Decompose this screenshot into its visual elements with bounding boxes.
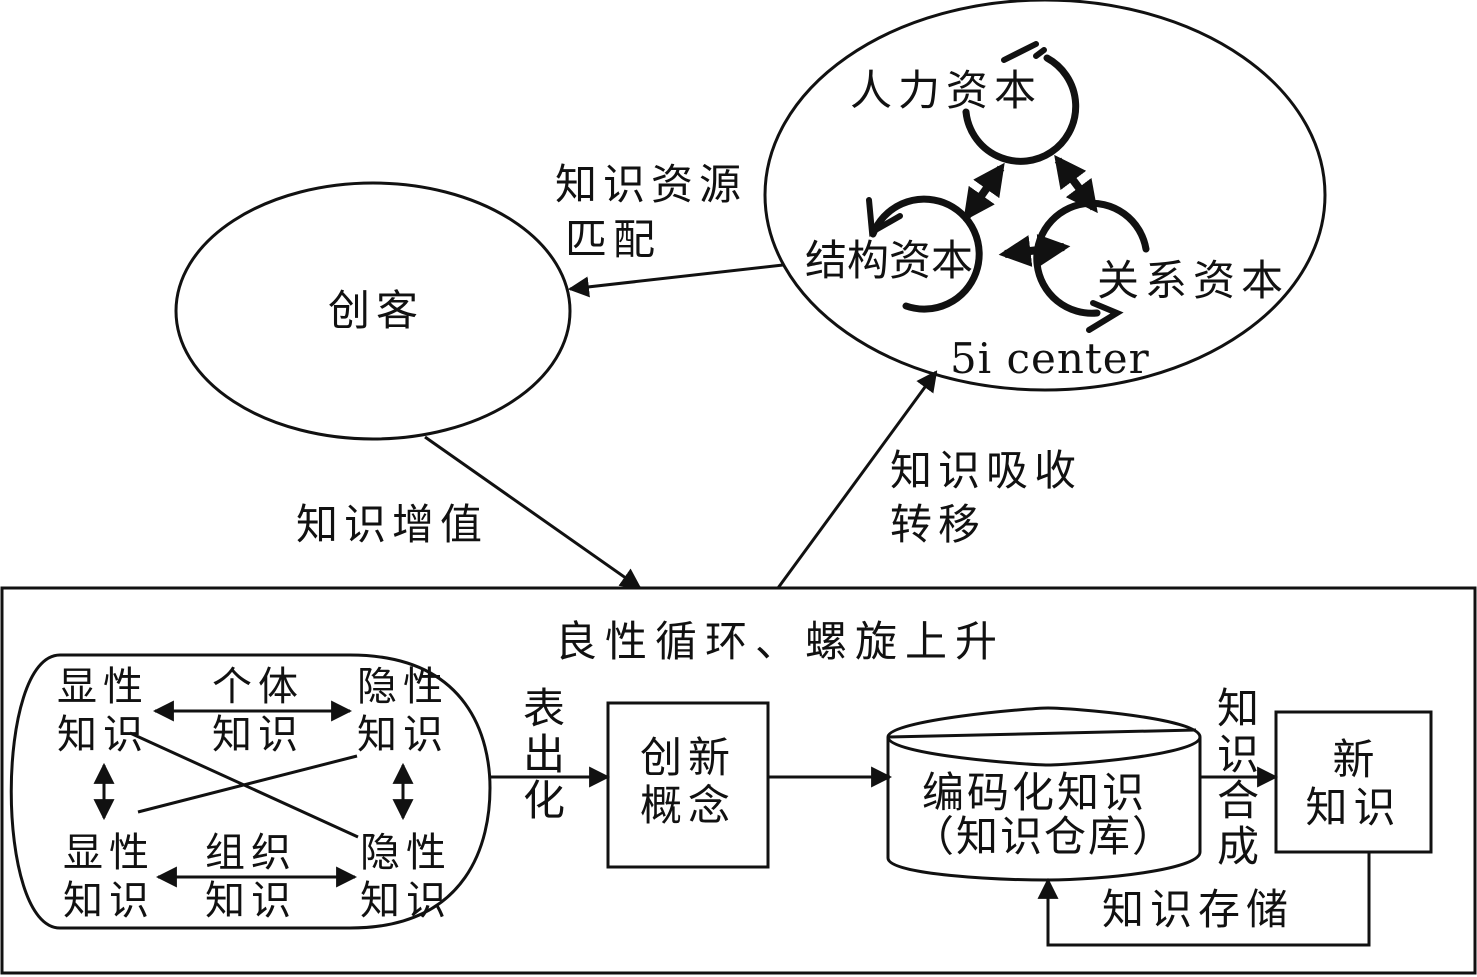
externalization-label: 表出化 <box>522 684 565 825</box>
capital-cycle <box>866 41 1150 333</box>
new-knowledge-box <box>1274 710 1433 854</box>
relational-capital-arrowhead <box>1086 300 1124 333</box>
organizational-label-2: 知识 <box>205 878 297 924</box>
bottom-right-label-1: 隐性 <box>360 830 452 876</box>
human-capital-label: 人力资本 <box>850 66 1043 115</box>
human-relational-link <box>1054 154 1098 214</box>
bottom-right-label-2: 知识 <box>360 878 452 924</box>
top-right-label-2: 知识 <box>357 712 449 758</box>
structural-capital-arc <box>869 195 983 313</box>
individual-label-1: 个体 <box>212 664 304 710</box>
top-left-label-2: 知识 <box>57 712 149 758</box>
relational-capital-arc <box>1033 199 1150 317</box>
bottom-left-label-2: 知识 <box>63 878 155 924</box>
structural-relational-link <box>998 234 1071 267</box>
center-caption: 5i center <box>950 334 1150 383</box>
value-adding-arrow <box>424 435 642 590</box>
resource-matching-label-2: 匹配 <box>565 215 662 264</box>
cycle-title: 良性循环、螺旋上升 <box>555 617 1006 666</box>
cycle-box <box>0 586 1477 975</box>
organizational-label-1: 组织 <box>205 830 297 876</box>
individual-label-2: 知识 <box>212 712 304 758</box>
knowledge-matrix-shape <box>9 653 492 930</box>
relational-capital-label: 关系资本 <box>1097 256 1290 305</box>
new-knowledge-label-1: 新 <box>1332 735 1375 784</box>
structural-capital-label: 结构资本 <box>805 236 974 285</box>
value-adding-label: 知识增值 <box>296 500 489 549</box>
synthesis-label: 知识合成 <box>1216 684 1259 871</box>
resource-matching-label-1: 知识资源 <box>555 160 748 209</box>
structural-capital-arrowhead <box>866 197 903 237</box>
innovation-concept-label-2: 概念 <box>640 781 737 830</box>
matrix-arrows <box>93 700 414 888</box>
capital-links <box>963 154 1098 267</box>
top-left-label-1: 显性 <box>57 664 149 710</box>
bottom-left-label-1: 显性 <box>63 830 155 876</box>
cross-line-2 <box>137 754 358 814</box>
human-capital-arc <box>962 54 1080 165</box>
absorb-transfer-label-2: 转移 <box>890 500 987 549</box>
human-capital-arrowhead <box>1001 41 1047 63</box>
absorb-transfer-arrow <box>776 370 938 589</box>
innovation-concept-box <box>606 701 770 869</box>
human-structural-link <box>963 162 1005 222</box>
maker-node <box>174 181 572 441</box>
maker-label: 创客 <box>328 286 425 335</box>
top-right-label-1: 隐性 <box>357 664 449 710</box>
codified-knowledge-label-2: （知识仓库） <box>912 812 1177 861</box>
absorb-transfer-label-1: 知识吸收 <box>890 446 1083 495</box>
resource-matching-arrow <box>567 263 784 298</box>
storage-arrow <box>1037 852 1371 947</box>
center-node <box>763 0 1327 392</box>
innovation-concept-label-1: 创新 <box>640 733 737 782</box>
codified-knowledge-label-1: 编码化知识 <box>922 768 1148 817</box>
storage-label: 知识存储 <box>1102 885 1295 934</box>
new-knowledge-label-2: 知识 <box>1305 783 1402 832</box>
